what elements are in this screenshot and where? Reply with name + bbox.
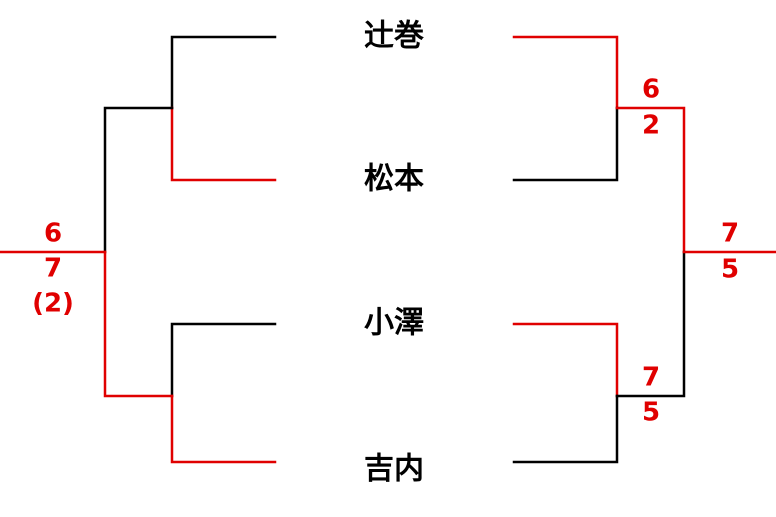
right-semi1-score-2: 2 xyxy=(642,111,660,141)
left-final-score-2: 7 xyxy=(44,254,62,284)
right-final-top xyxy=(615,106,686,254)
right-final-score-1: 7 xyxy=(721,219,739,249)
left-final-top xyxy=(103,106,174,254)
right-final-score-2: 5 xyxy=(721,255,739,285)
player-name-3: 小澤 xyxy=(364,306,424,341)
player-name-2: 松本 xyxy=(364,162,424,197)
left-bracket: 6 7 (2) xyxy=(0,35,277,464)
right-line-yoshiuchi xyxy=(512,394,619,464)
player-name-4: 吉内 xyxy=(364,452,424,487)
left-line-matsumoto xyxy=(170,106,277,182)
player-name-1: 辻巻 xyxy=(364,19,424,54)
left-line-yoshiuchi xyxy=(170,394,277,464)
player-names: 辻巻 松本 小澤 吉内 xyxy=(364,19,424,487)
left-line-tsujimaki xyxy=(170,35,277,110)
right-line-ozawa xyxy=(512,322,619,398)
right-line-matsumoto xyxy=(512,106,619,182)
right-final-bottom xyxy=(615,250,686,398)
right-semi2-score-1: 7 xyxy=(642,363,660,393)
right-bracket: 6 2 7 5 7 5 xyxy=(512,35,776,464)
left-line-ozawa xyxy=(170,322,277,398)
right-line-tsujimaki xyxy=(512,35,619,110)
right-semi2-score-2: 5 xyxy=(642,398,660,428)
left-final-bottom xyxy=(103,250,174,398)
right-semi1-score-1: 6 xyxy=(642,75,660,105)
left-final-score-1: 6 xyxy=(44,219,62,249)
left-final-score-3: (2) xyxy=(32,289,74,319)
